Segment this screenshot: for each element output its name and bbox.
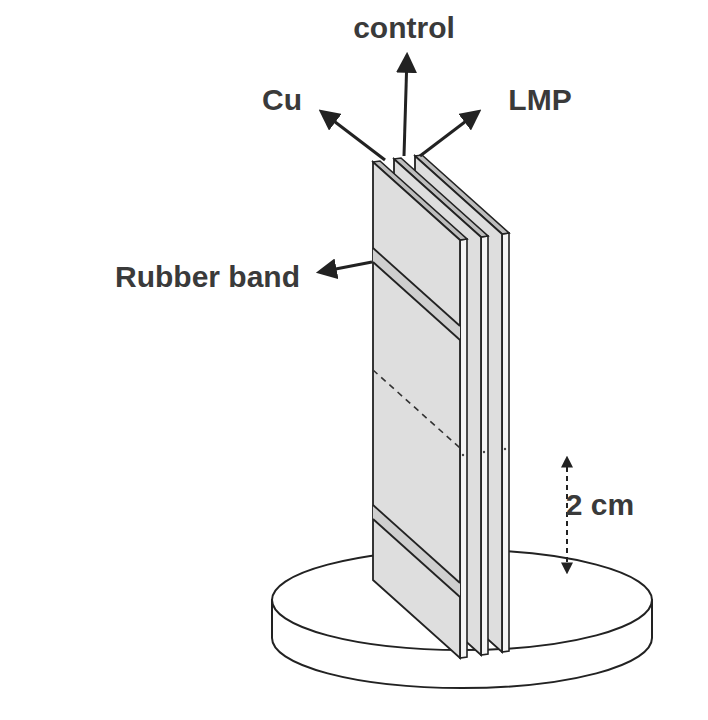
rubber-band-edge: [373, 248, 460, 326]
plate-mark: [483, 451, 485, 453]
part-label: control: [353, 13, 455, 43]
midline-dashed: [373, 370, 460, 448]
plate-stack: [373, 155, 509, 658]
rubber-band-edge: [373, 519, 460, 597]
plate-side: [460, 239, 467, 658]
plate-mark: [462, 454, 464, 456]
rubber-band: [373, 505, 460, 597]
callout-label: Rubber band: [115, 262, 300, 292]
leader-arrows: [320, 56, 478, 272]
plate-side: [502, 233, 509, 652]
rubber-band: [373, 248, 460, 340]
plate-mark: [504, 448, 506, 450]
part-label: LMP: [508, 85, 571, 115]
rubber-band-edge: [373, 262, 460, 340]
rubber-band-edge: [373, 505, 460, 583]
part-label: Cu: [262, 85, 302, 115]
plate-side: [481, 236, 488, 655]
dimension-label: 2 cm: [566, 490, 634, 520]
plate-face: [373, 162, 460, 658]
